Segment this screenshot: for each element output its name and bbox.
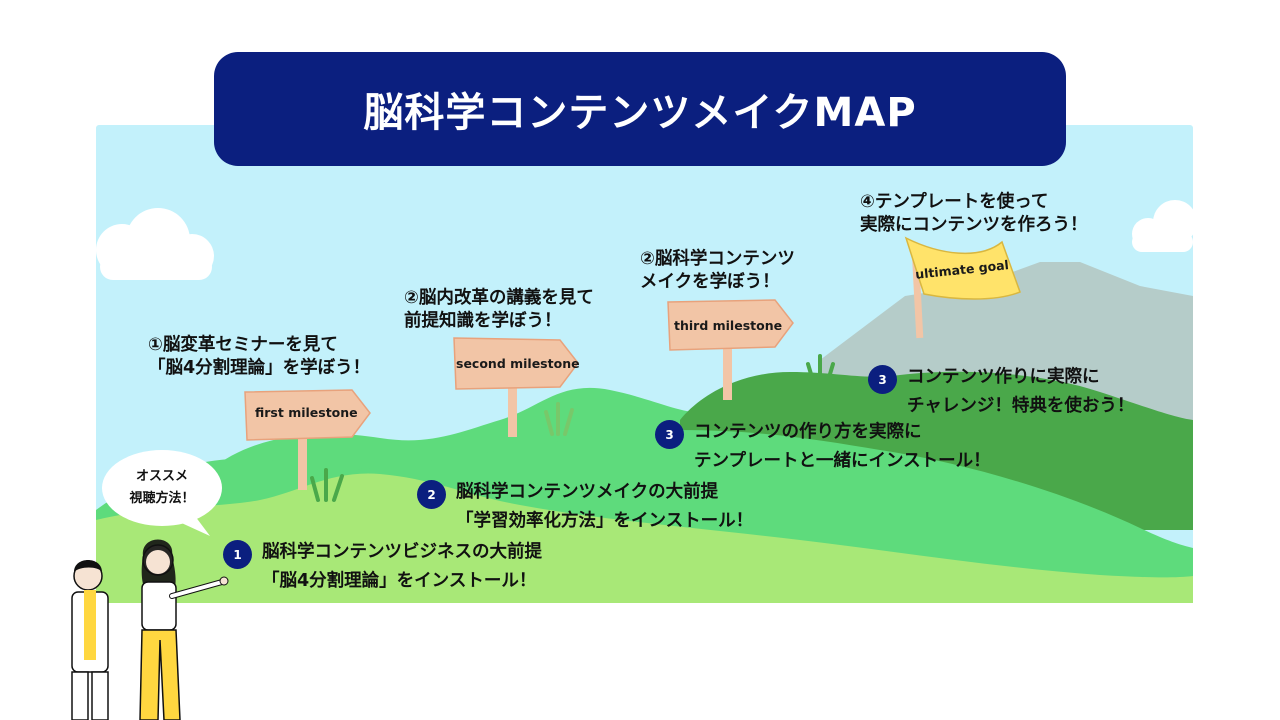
title-banner: 脳科学コンテンツメイクMAP <box>214 52 1066 166</box>
page-title: 脳科学コンテンツメイクMAP <box>363 90 917 136</box>
sign-post-second <box>508 382 517 437</box>
person-man <box>71 560 109 720</box>
step-badge: 3 <box>655 420 684 449</box>
caption-goal: ④テンプレートを使って 実際にコンテンツを作ろう！ <box>860 192 1088 235</box>
step-text: コンテンツ作りに実際に チャレンジ！特典を使おう！ <box>907 367 1135 416</box>
sign-first <box>244 389 371 441</box>
step-3: 3 コンテンツの作り方を実際に テンプレートと一緒にインストール！ <box>655 418 991 476</box>
sign-post-first <box>298 435 307 490</box>
speech-bubble-text: オススメ 視聴方法！ <box>129 469 195 506</box>
step-2: 2 脳科学コンテンツメイクの大前提 「学習効率化方法」をインストール！ <box>417 478 753 536</box>
step-text: 脳科学コンテンツメイクの大前提 「学習効率化方法」をインストール！ <box>456 482 754 531</box>
sign-third <box>667 299 794 351</box>
sign-second <box>453 337 579 390</box>
step-badge: 1 <box>223 540 252 569</box>
caption-first: ①脳変革セミナーを見て 「脳4分割理論」を学ぼう！ <box>148 335 371 378</box>
sign-label-second: second milestone <box>456 356 580 371</box>
step-badge: 2 <box>417 480 446 509</box>
step-1: 1 脳科学コンテンツビジネスの大前提 「脳4分割理論」をインストール！ <box>223 538 542 596</box>
flag-pole <box>911 249 924 339</box>
grass-tuft-2 <box>544 402 574 436</box>
step-badge: 3 <box>868 365 897 394</box>
grass-tuft-3 <box>806 354 835 386</box>
goal-flag <box>904 236 1021 300</box>
person-woman <box>139 539 229 720</box>
step-text: コンテンツの作り方を実際に テンプレートと一緒にインストール！ <box>694 422 991 471</box>
sign-label-first: first milestone <box>255 405 358 420</box>
grass-tuft-1 <box>310 468 344 502</box>
caption-third: ②脳科学コンテンツ メイクを学ぼう！ <box>640 249 795 292</box>
speech-bubble <box>102 450 222 536</box>
hill-front <box>96 473 1193 603</box>
cloud-left <box>96 208 214 280</box>
step-text: 脳科学コンテンツビジネスの大前提 「脳4分割理論」をインストール！ <box>262 542 542 591</box>
sign-label-third: third milestone <box>674 318 783 333</box>
caption-second: ②脳内改革の講義を見て 前提知識を学ぼう！ <box>404 288 594 331</box>
cloud-right <box>1132 200 1197 252</box>
step-4: 3 コンテンツ作りに実際に チャレンジ！特典を使おう！ <box>868 363 1134 421</box>
sign-post-third <box>723 348 732 400</box>
